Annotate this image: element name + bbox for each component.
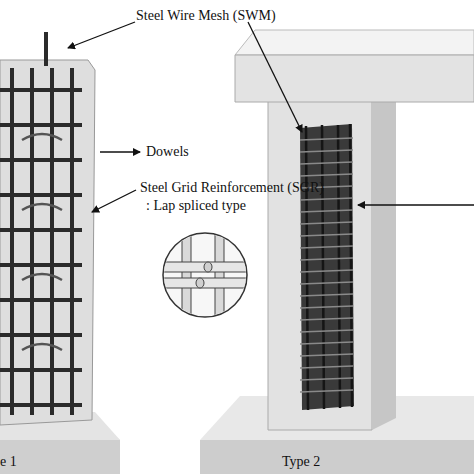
part-label: Steel Grid Reinforcement (SGR) <box>140 180 324 196</box>
steel-grid <box>0 68 82 415</box>
figure-label: Type 2 <box>282 454 320 470</box>
steel-grid-ties <box>300 138 353 392</box>
lap-splice-detail <box>160 230 250 325</box>
column-side <box>372 92 396 430</box>
part-label: Steel Wire Mesh (SWM) <box>136 8 276 24</box>
part-label: : Lap spliced type <box>146 198 246 214</box>
part-label: Dowels <box>146 144 189 160</box>
column-face <box>268 100 372 430</box>
leader-arrows <box>68 22 474 212</box>
dowel-top <box>44 32 48 66</box>
figure-label: e 1 <box>0 454 17 470</box>
top-beam <box>235 55 474 102</box>
top-beam-top <box>235 30 474 55</box>
detail-inset <box>163 233 247 317</box>
steel-wire-mesh <box>300 124 354 410</box>
base-slab <box>200 440 474 474</box>
dowels <box>22 134 62 350</box>
column-face <box>0 60 95 425</box>
